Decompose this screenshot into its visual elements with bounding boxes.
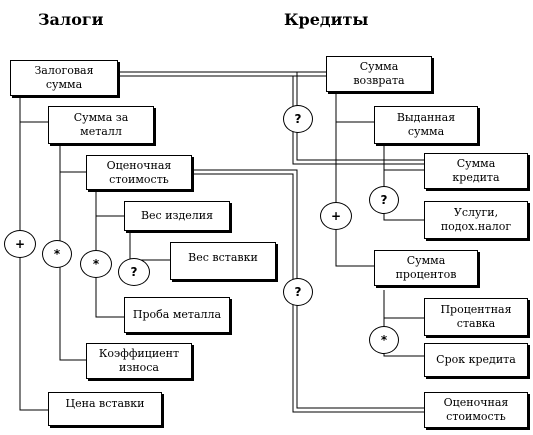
operator-question-ves: ? (118, 258, 150, 286)
box-ves-vstavki: Вес вставки (170, 242, 276, 280)
line-metall-to-koef (59, 145, 86, 361)
line-ves-to-vstavka (129, 232, 170, 261)
box-summa-kredita: Сумма кредита (424, 153, 528, 189)
box-summa-procentov: Сумма процентов (374, 250, 478, 286)
box-summa-vozvrata: Сумма возврата (326, 56, 432, 92)
box-vydannaya-summa: Выданная сумма (374, 106, 478, 144)
operator-question-right: ? (369, 186, 399, 214)
line-zalog-to-cena (19, 97, 48, 411)
box-zalogovaya-summa: Залоговая сумма (10, 60, 118, 96)
box-koefficient-iznosa: Коэффициент износа (86, 343, 192, 379)
box-ocenochnaya-left: Оценочная стоимость (86, 155, 192, 190)
operator-plus-right: + (320, 202, 352, 230)
line-vozvrat-to-procent (335, 92, 374, 267)
operator-multiply-outer: * (42, 240, 72, 268)
operator-multiply-right: * (369, 326, 399, 354)
box-procentnaya-stavka: Процентная ставка (424, 298, 528, 336)
box-srok-kredita: Срок кредита (424, 343, 528, 377)
heading-zalogi: Залоги (38, 10, 104, 29)
line-ocenka-to-proba (95, 190, 124, 318)
operator-question-top: ? (283, 105, 313, 133)
operator-multiply-inner: * (80, 250, 112, 278)
box-ves-izdelia: Вес изделия (124, 201, 230, 231)
operator-question-mid: ? (283, 278, 313, 306)
box-uslugi: Услуги, подох.налог (424, 201, 528, 239)
box-proba-metalla: Проба металла (124, 297, 230, 333)
line-procent-to-srok (383, 290, 424, 357)
heading-kredity: Кредиты (284, 10, 369, 29)
box-ocenochnaya-right: Оценочная стоимость (424, 392, 528, 428)
operator-plus-left: + (4, 230, 36, 258)
box-summa-za-metall: Сумма за металл (48, 106, 154, 144)
box-cena-vstavki: Цена вставки (48, 392, 162, 426)
